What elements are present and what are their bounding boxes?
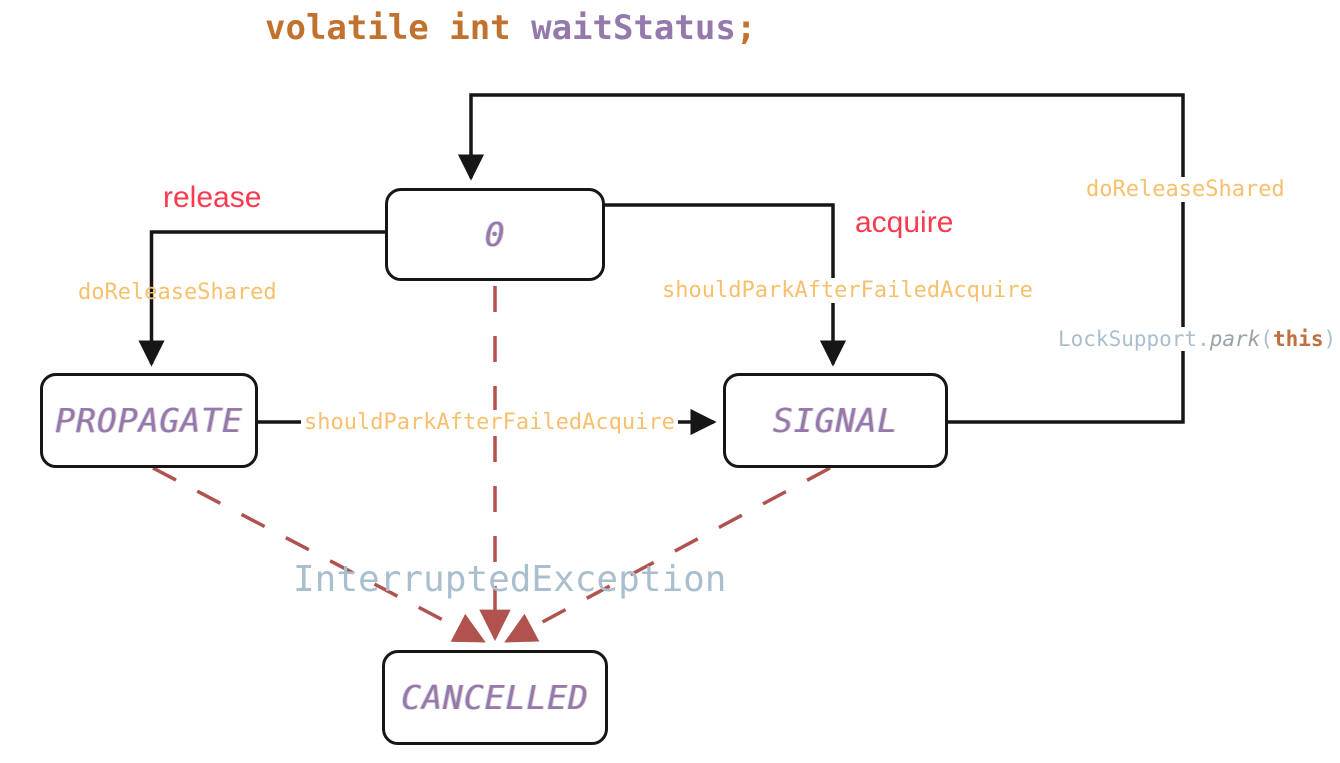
title-variable: waitStatus (531, 8, 736, 48)
lock-support-prefix: LockSupport. (1058, 327, 1210, 351)
edge-label-do-release-shared-left: doReleaseShared (78, 280, 277, 305)
title-keyword: volatile int (265, 8, 532, 48)
edge-zero-to-signal (605, 203, 847, 367)
edge-signal-loop-to-zero (457, 93, 1185, 424)
title-semicolon: ; (735, 8, 757, 48)
edge-label-interrupted-exception: InterruptedException (293, 559, 727, 600)
edge-propagate-to-cancelled (152, 466, 486, 643)
lock-support-close-paren: ) (1323, 327, 1337, 351)
edge-label-release: release (163, 181, 262, 214)
state-node-propagate: PROPAGATE (40, 373, 258, 468)
state-label-cancelled: CANCELLED (401, 678, 589, 717)
state-node-zero: 0 (385, 188, 605, 281)
state-node-signal: SIGNAL (723, 373, 948, 468)
edge-label-should-park-right: shouldParkAfterFailedAcquire (659, 278, 1036, 303)
edge-signal-to-cancelled (504, 466, 831, 643)
lock-support-arg-this: this (1272, 327, 1324, 351)
lock-support-open-paren: ( (1260, 327, 1273, 351)
lock-support-method: park (1209, 327, 1261, 351)
edge-label-do-release-shared-right: doReleaseShared (1083, 177, 1288, 202)
state-label-zero: 0 (484, 215, 506, 254)
edge-label-should-park-mid: shouldParkAfterFailedAcquire (301, 410, 678, 435)
state-node-cancelled: CANCELLED (382, 650, 608, 745)
state-label-propagate: PROPAGATE (55, 401, 243, 440)
edge-label-lock-support-park: LockSupport.park(this) (1056, 327, 1339, 351)
diagram-title: volatile int waitStatus; (265, 8, 756, 48)
edge-label-acquire: acquire (855, 206, 954, 239)
state-label-signal: SIGNAL (772, 401, 899, 440)
edge-zero-to-propagate (138, 230, 385, 367)
